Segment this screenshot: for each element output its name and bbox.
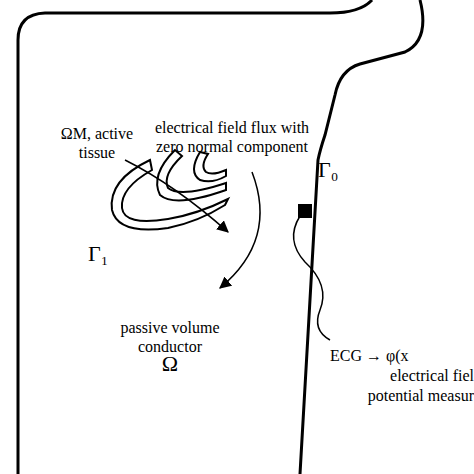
ecg-label: ECG → φ(x [330, 346, 474, 365]
region-symbol: Ω [155, 352, 185, 376]
pointer-arrow [125, 160, 228, 232]
electrode-wire [294, 216, 330, 340]
active-tissue-inner [157, 150, 226, 200]
torso-outline [18, 0, 372, 474]
ecg-label: potential measur [330, 386, 474, 405]
tissue-label: ΩM, active tissue [42, 124, 152, 162]
boundary-label: Γ₁ [88, 242, 128, 266]
region-label: passive volume conductor [95, 318, 245, 356]
ecg-electrode [298, 204, 312, 218]
flux-arrow [220, 172, 260, 288]
flux-label: electrical field flux with zero normal c… [152, 118, 312, 156]
boundary-label: Γ₀ [318, 158, 358, 182]
ecg-label: electrical fiel [330, 366, 474, 385]
active-tissue-core [194, 152, 226, 181]
